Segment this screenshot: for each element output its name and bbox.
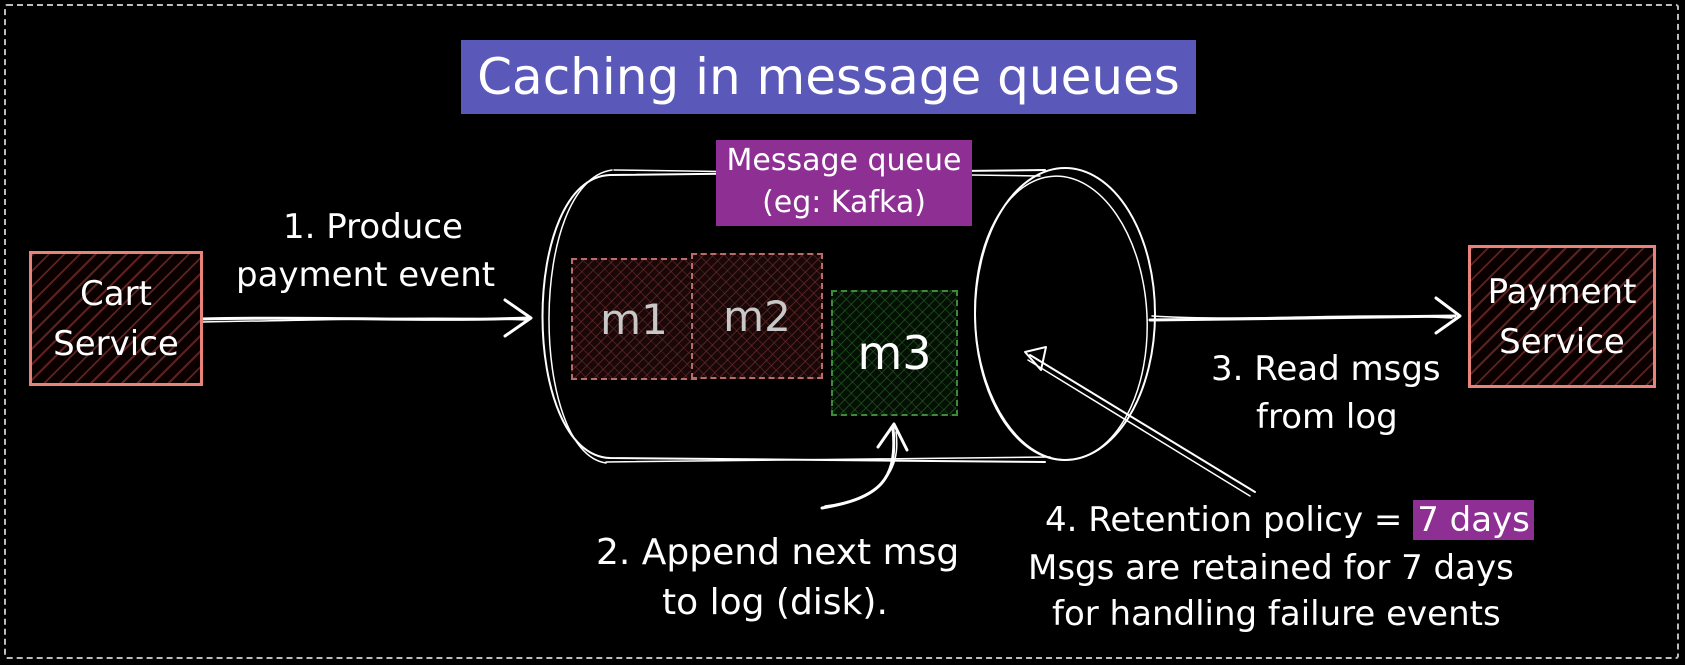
- cart-service-label-line2: Service: [53, 323, 179, 364]
- read-arrowhead: [1434, 296, 1462, 335]
- message-m2: m2: [691, 253, 823, 379]
- message-m3: m3: [831, 290, 958, 416]
- retention-days-highlight: 7 days: [1413, 500, 1534, 540]
- cart-service-label-line1: Cart: [80, 273, 152, 314]
- retention-arrow: [1029, 354, 1256, 493]
- message-m2-label: m2: [723, 291, 791, 341]
- message-queue-label: Message queue (eg: Kafka): [716, 140, 972, 226]
- payment-service-label-line1: Payment: [1487, 271, 1637, 312]
- retention-arrowhead: [1024, 346, 1047, 371]
- read-step-line1: 3. Read msgs: [1211, 349, 1441, 389]
- produce-arrow-sketch: [201, 317, 527, 323]
- message-m1-label: m1: [600, 294, 668, 344]
- message-m1: m1: [571, 258, 697, 380]
- append-step-line1: 2. Append next msg: [596, 532, 960, 573]
- message-queue-label-line1: Message queue: [726, 143, 962, 178]
- retention-arrow-sketch: [1027, 359, 1251, 497]
- cart-service-box: Cart Service: [29, 251, 203, 386]
- retention-step-prefix: 4. Retention policy =: [1045, 500, 1414, 540]
- payment-service-box: Payment Service: [1468, 245, 1656, 388]
- message-queue-label-line2: (eg: Kafka): [762, 185, 926, 220]
- retention-step-line3: for handling failure events: [1052, 594, 1501, 634]
- payment-service-label-line2: Service: [1499, 321, 1625, 362]
- append-step-line2: to log (disk).: [662, 582, 888, 623]
- produce-step-line1: 1. Produce: [283, 207, 463, 247]
- message-m3-label: m3: [857, 326, 932, 380]
- retention-step-line2: Msgs are retained for 7 days: [1028, 548, 1514, 588]
- produce-step-line2: payment event: [236, 255, 496, 295]
- append-arrowhead: [876, 422, 909, 452]
- read-arrow-sketch: [1151, 315, 1453, 319]
- retention-step-line1: 4. Retention policy = 7 days: [1045, 498, 1534, 542]
- diagram-frame: [4, 4, 1679, 659]
- read-step-line2: from log: [1256, 397, 1398, 437]
- produce-arrowhead: [503, 298, 533, 338]
- append-arrow-sketch: [824, 431, 898, 507]
- diagram-title: Caching in message queues: [461, 40, 1196, 114]
- queue-cylinder-end-sketch: [974, 175, 1148, 461]
